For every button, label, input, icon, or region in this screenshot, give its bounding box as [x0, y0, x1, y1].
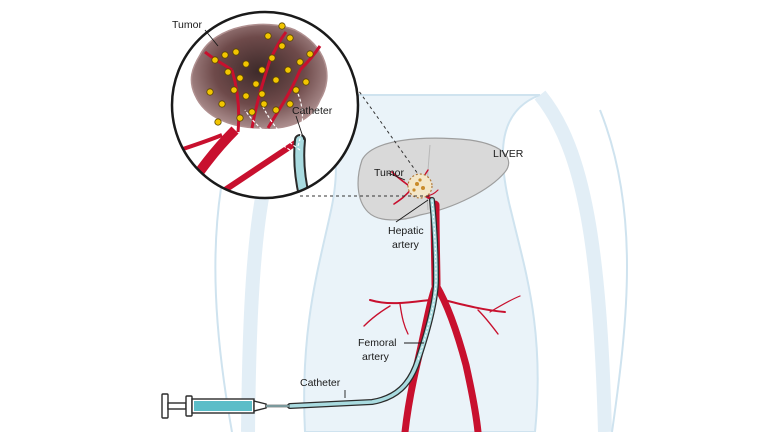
label-femoral-artery-2: artery	[362, 351, 390, 363]
leader-lines	[204, 29, 429, 398]
label-catheter-main: Catheter	[300, 377, 341, 389]
right-iliac-artery	[432, 281, 482, 432]
liver	[357, 137, 510, 221]
embolic-beads	[206, 22, 314, 126]
catheter-main	[287, 197, 440, 409]
zoom-connector-lines	[300, 86, 430, 197]
label-hepatic-artery-2: artery	[392, 239, 420, 251]
liver-tumor	[407, 173, 433, 199]
label-hepatic-artery-1: Hepatic	[388, 225, 424, 237]
label-femoral-artery-1: Femoral	[358, 337, 397, 349]
label-tumor-inset: Tumor	[172, 19, 202, 31]
label-liver: LIVER	[493, 148, 524, 160]
syringe-icon	[161, 393, 290, 419]
label-catheter-inset: Catheter	[292, 105, 333, 117]
label-tumor-liver: Tumor	[374, 167, 404, 179]
